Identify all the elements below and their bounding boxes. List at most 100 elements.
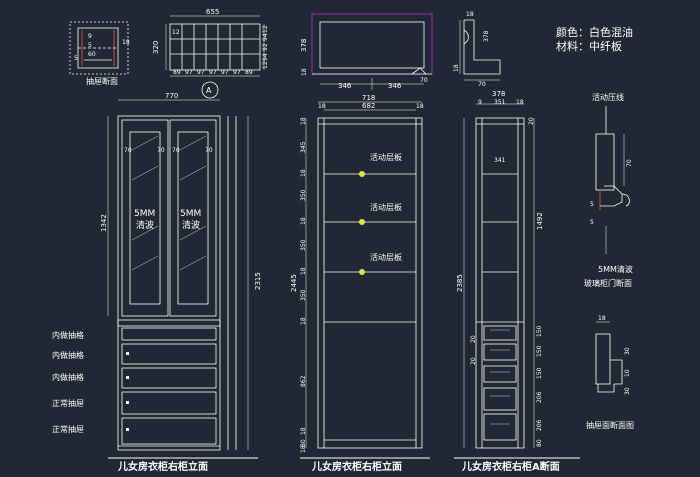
right-side-dim: 150 <box>536 345 543 357</box>
mid-width-dim: 718 <box>362 94 375 102</box>
right-top-dim: 378 <box>492 90 505 98</box>
mid-height-dim: 345 <box>300 141 307 153</box>
mid-height-dim: 18 <box>300 267 307 275</box>
right-side-dim: 206 <box>536 419 543 431</box>
left-elevation <box>107 99 249 451</box>
drawer-sec-dim-1: 9 <box>88 33 92 40</box>
top-total-dim: 770 <box>165 92 178 100</box>
plan-right-dim: 12 <box>262 25 269 33</box>
color-note: 颜色：白色混油 <box>556 25 633 39</box>
plan-bottom-dim: 89 <box>245 69 253 76</box>
plan-width-dim: 655 <box>206 8 219 16</box>
press-dim: 5 <box>590 201 594 208</box>
shelf-markers <box>359 171 365 275</box>
top-detail-small-dim: 18 <box>453 64 460 72</box>
pressure-line-label: 活动压线 <box>592 92 624 102</box>
drawer-label: 正常抽屉 <box>52 398 84 408</box>
right-side-dims: 150 150 150 206 206 80 <box>536 325 543 447</box>
top-detail-small-dim: 378 <box>483 30 490 42</box>
right-small-dim: 20 <box>528 117 535 125</box>
cornice-detail <box>459 19 501 81</box>
drawer-section-detail <box>69 21 129 75</box>
door-margin: 70 <box>205 147 213 154</box>
plan-right-dim: 12 <box>262 61 269 69</box>
drawer-face-section-label: 抽屉面断面图 <box>586 420 634 430</box>
face-dim: 18 <box>598 315 606 322</box>
drawer-label: 内做抽格 <box>52 372 84 382</box>
mid-inner-dim: 682 <box>362 102 375 110</box>
shelf-label: 活动层板 <box>370 202 402 212</box>
mid-bottom-dim: 80 <box>300 439 307 447</box>
drawer-face-detail <box>595 321 623 393</box>
mid-edge-dim: 18 <box>318 103 326 110</box>
door-margin: 70 <box>124 147 132 154</box>
mid-bottom-dim: 18 <box>300 445 307 453</box>
right-side-dim: 80 <box>536 439 543 447</box>
mid-total-dim: 2445 <box>290 274 298 292</box>
plan-right-dim: 94 <box>262 33 269 41</box>
door-margin: 70 <box>172 147 180 154</box>
mid-height-dims: 18 345 18 350 18 350 18 350 18 862 18 80… <box>300 117 307 453</box>
right-side-dim: 150 <box>536 367 543 379</box>
face-dim: 30 <box>624 347 631 355</box>
drawer-handles <box>126 352 129 431</box>
drawer-sec-dim-5: 5 <box>74 55 78 62</box>
right-top-dim: 9 <box>478 99 482 106</box>
plan-bottom-dim: 97 <box>233 69 241 76</box>
drawer-section-label: 抽屉断面 <box>86 76 118 86</box>
pressure-line-detail <box>595 106 630 254</box>
plan-bottom-dim: 89 <box>173 69 181 76</box>
left-height-upper: 1342 <box>100 214 108 232</box>
mid-height-dim: 350 <box>300 289 307 301</box>
right-small-dim: 20 <box>470 335 477 343</box>
plan-view <box>165 15 265 77</box>
top-detail-dim-right: 70 <box>420 77 428 84</box>
right-drawer-inner <box>490 329 510 425</box>
right-section <box>463 103 535 449</box>
right-top-dim: 351 <box>494 99 506 106</box>
glass-note-label: 5MM清波 <box>598 264 633 274</box>
mid-height-dim: 18 <box>300 427 307 435</box>
top-detail-dim-w1: 346 <box>338 82 352 90</box>
top-detail-small-dim: 18 <box>466 11 474 18</box>
plan-bottom-dim: 97 <box>185 69 193 76</box>
section-marker-label: A <box>206 86 212 95</box>
mid-height-dim: 350 <box>300 239 307 251</box>
plan-right-dim: 92 <box>262 43 269 51</box>
face-dim: 30 <box>624 387 631 395</box>
material-note: 颜色：白色混油 材料：中纤板 <box>556 25 633 53</box>
drawer-sec-dim-3: 60 <box>88 51 96 58</box>
drawer-sec-dim-4: 18 <box>122 39 130 46</box>
top-detail-dim-w2: 346 <box>388 82 402 90</box>
top-detail-dim-left2: 18 <box>301 68 308 76</box>
mid-height-dim: 18 <box>300 217 307 225</box>
right-side-dim: 206 <box>536 391 543 403</box>
mid-height-dim: 18 <box>300 117 307 125</box>
plan-bottom-dim: 97 <box>197 69 205 76</box>
plan-right-dim: 94 <box>262 53 269 61</box>
title-middle: 儿女房衣柜右柜立面 <box>311 460 402 473</box>
drawer-label: 内做抽格 <box>52 350 84 360</box>
shelf-labels: 活动层板 活动层板 活动层板 <box>370 152 402 262</box>
face-dim: 10 <box>624 369 631 377</box>
glass-label-left-bottom: 清波 <box>136 219 154 231</box>
right-side-dim: 150 <box>536 325 543 337</box>
left-height-total: 2315 <box>254 272 262 290</box>
glass-label-right-bottom: 清波 <box>182 219 200 231</box>
right-height-dim: 1492 <box>536 212 544 230</box>
mid-edge-dim: 18 <box>416 103 424 110</box>
right-small-dim: 20 <box>470 357 477 365</box>
middle-elevation <box>305 101 423 449</box>
title-right: 儿女房衣柜右柜A断面 <box>461 460 560 473</box>
drawer-label: 正常抽屉 <box>52 424 84 434</box>
shelf-label: 活动层板 <box>370 252 402 262</box>
section-marker <box>201 81 219 99</box>
top-detail <box>311 13 433 90</box>
title-left: 儿女房衣柜右柜立面 <box>117 460 208 473</box>
glass-door-section-label: 玻璃柜门断面 <box>584 278 632 288</box>
plan-depth-dim: 320 <box>152 41 160 54</box>
plan-right-dims: 12 94 92 94 12 <box>262 25 269 69</box>
door-margin: 70 <box>157 147 165 154</box>
press-dim: 5 <box>590 219 594 226</box>
